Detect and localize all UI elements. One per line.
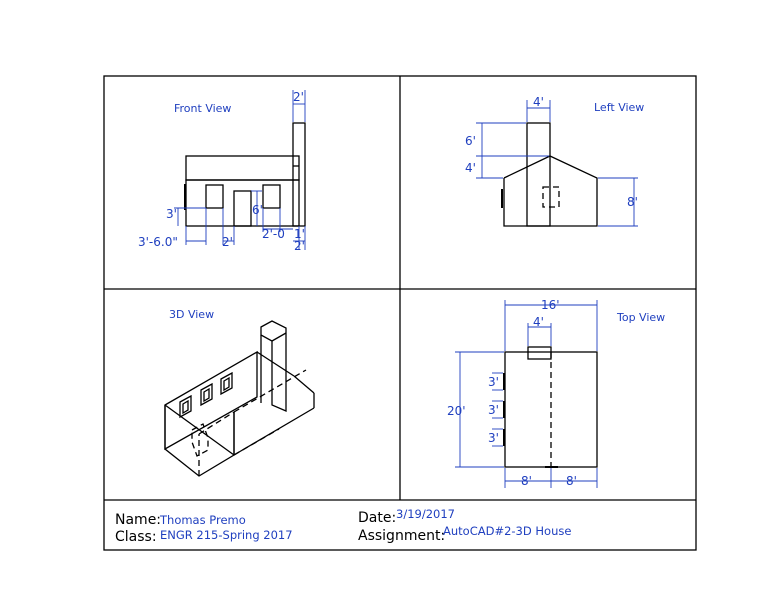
left-dim-wall-height: 8' [627, 195, 638, 209]
date-value: 3/19/2017 [396, 507, 455, 521]
front-dim-wall: 3'-6.0" [138, 235, 178, 249]
name-label: Name: [115, 512, 161, 528]
top-view-title: Top View [616, 311, 665, 324]
iso-view-title: 3D View [169, 308, 214, 321]
top-dim-window-1: 3' [488, 375, 499, 389]
top-dim-depth: 20' [447, 404, 466, 418]
left-view: Left View 4' 6' 4' 8' [465, 95, 644, 227]
top-dim-window-3: 3' [488, 431, 499, 445]
front-dim-window: 3' [166, 207, 177, 221]
front-dim-chimney-side: 1' [294, 227, 305, 241]
front-dim-chimney-width: 2' [293, 90, 304, 104]
top-dim-width: 16' [541, 298, 560, 312]
front-dim-chimney-bottom: 2' [294, 239, 305, 253]
top-dim-half-right: 8' [566, 474, 577, 488]
name-value: Thomas Premo [159, 513, 246, 527]
assignment-label: Assignment: [358, 528, 445, 544]
left-dim-roof-rise: 4' [465, 161, 476, 175]
class-value: ENGR 215-Spring 2017 [160, 528, 293, 542]
front-dim-offset: 2'-0 [262, 227, 285, 241]
top-view: Top View 16' 4' 20' 3' 3' 3' 8' [447, 298, 665, 488]
left-view-title: Left View [594, 101, 644, 114]
title-block: Name: Thomas Premo Class: ENGR 215-Sprin… [115, 507, 571, 545]
date-label: Date: [358, 510, 396, 526]
top-dim-half-left: 8' [521, 474, 532, 488]
iso-view: 3D View [164, 308, 315, 477]
top-dim-chimney: 4' [533, 315, 544, 329]
front-dim-door: 6' [252, 203, 263, 217]
top-dim-window-2: 3' [488, 403, 499, 417]
left-dim-chimney-above: 6' [465, 134, 476, 148]
class-label: Class: [115, 529, 157, 545]
front-dim-gap: 2' [222, 235, 233, 249]
left-dim-chimney-width: 4' [533, 95, 544, 109]
front-view: Front View 2' 3' 3'-6.0" [138, 90, 306, 253]
assignment-value: AutoCAD#2-3D House [443, 524, 571, 538]
front-view-title: Front View [174, 102, 231, 115]
